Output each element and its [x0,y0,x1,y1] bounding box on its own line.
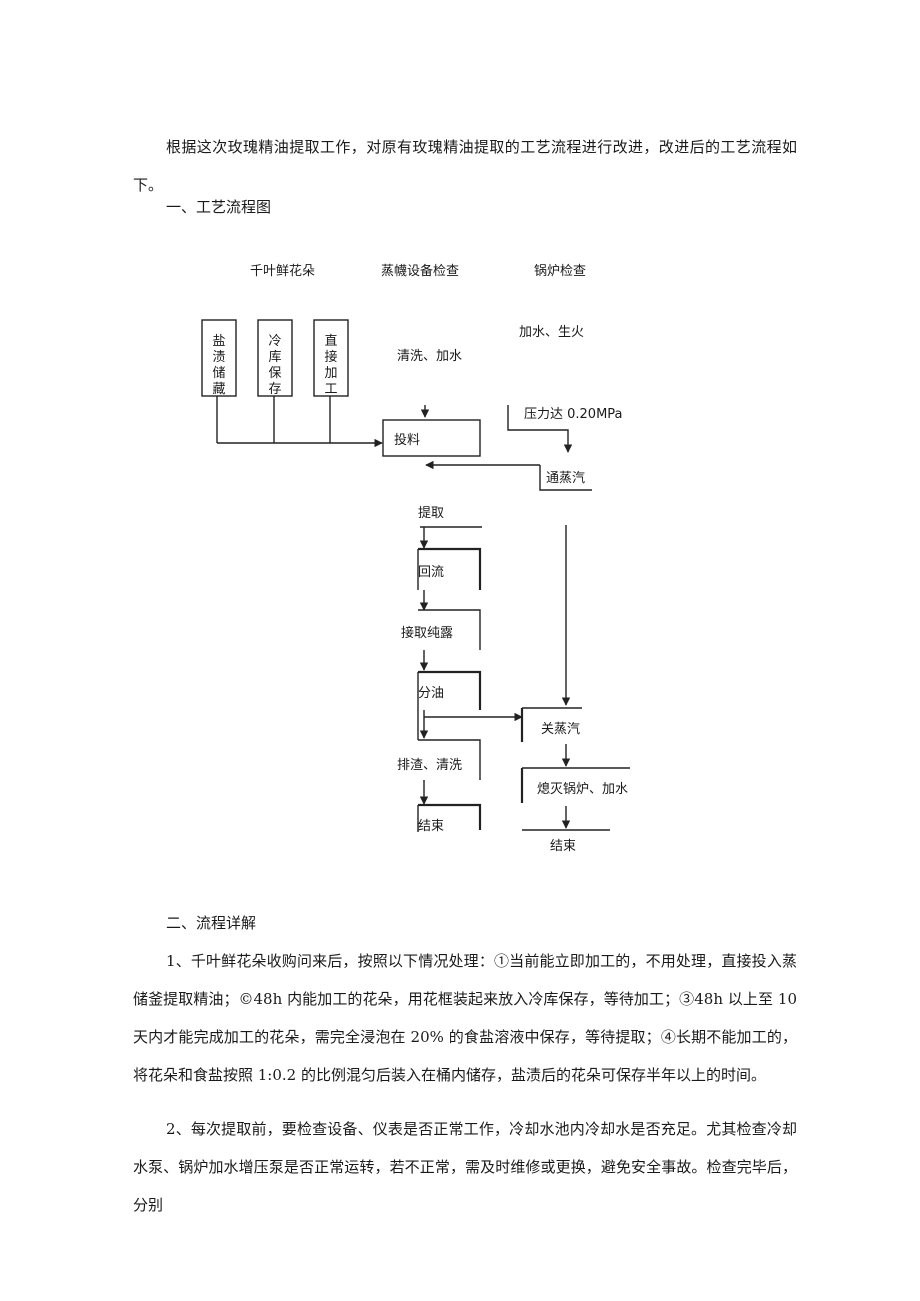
step-extract: 提取 [418,505,444,521]
process-flowchart: 千叶鲜花朵 蒸幭设备检查 锅炉检查 盐渍储藏 冷库保存 直接加工 清洗、加水 加… [201,263,630,854]
steam-box-edge [539,465,592,491]
bracket [418,670,482,710]
step-hydrosol: 接取纯露 [401,625,453,641]
feed-label: 投料 [394,432,420,448]
arrow-to-steam [507,405,573,453]
section1-heading: 一、工艺流程图 [166,198,272,216]
step-end-right: 结束 [550,839,576,854]
pressure-note: 压力达 0.20MPa [524,407,623,422]
boiler-note: 加水、生火 [519,325,584,340]
storage-box-cold: 冷库保存 [257,319,293,397]
bracket [418,609,481,650]
feed-box: 投料 [382,419,481,457]
step-end-left: 结束 [418,819,444,834]
step-reflux: 回流 [418,565,444,580]
equip-note: 清洗、加水 [397,349,462,364]
steam-on-label: 通蒸汽 [546,471,585,486]
storage-box-salted: 盐渍储藏 [201,319,237,397]
bracket [418,547,482,590]
step-boiler-off: 熄灭锅炉、加水 [537,781,628,797]
step-stop-steam: 关蒸汽 [541,722,580,737]
paragraph-1: 1、千叶鲜花朵收购问来后，按照以下情况处理：①当前能立即加工的，不用处理，直接投… [133,952,797,1084]
header-flowers: 千叶鲜花朵 [250,263,315,279]
intro-paragraph: 根据这次玫瑰精油提取工作，对原有玫瑰精油提取的工艺流程进行改进，改进后的工艺流程… [133,138,797,194]
storage-box-direct-label: 直接加工 [324,334,337,397]
section2-heading: 二、流程详解 [166,914,257,932]
bracket [418,803,482,830]
step-separate: 分油 [418,686,444,701]
storage-box-direct: 直接加工 [313,319,349,397]
storage-box-salted-line1: 盐渍储藏 [212,334,225,397]
header-equipment: 蒸幭设备检查 [381,263,459,279]
bracket [418,739,481,780]
header-boiler: 锅炉检查 [534,263,586,279]
step-discharge: 排渣、清洗 [397,758,462,773]
storage-box-cold-label: 冷库保存 [268,334,281,397]
paragraph-2: 2、每次提取前，要检查设备、仪表是否正常工作，冷却水池内冷却水是否充足。尤其检查… [133,1120,797,1214]
